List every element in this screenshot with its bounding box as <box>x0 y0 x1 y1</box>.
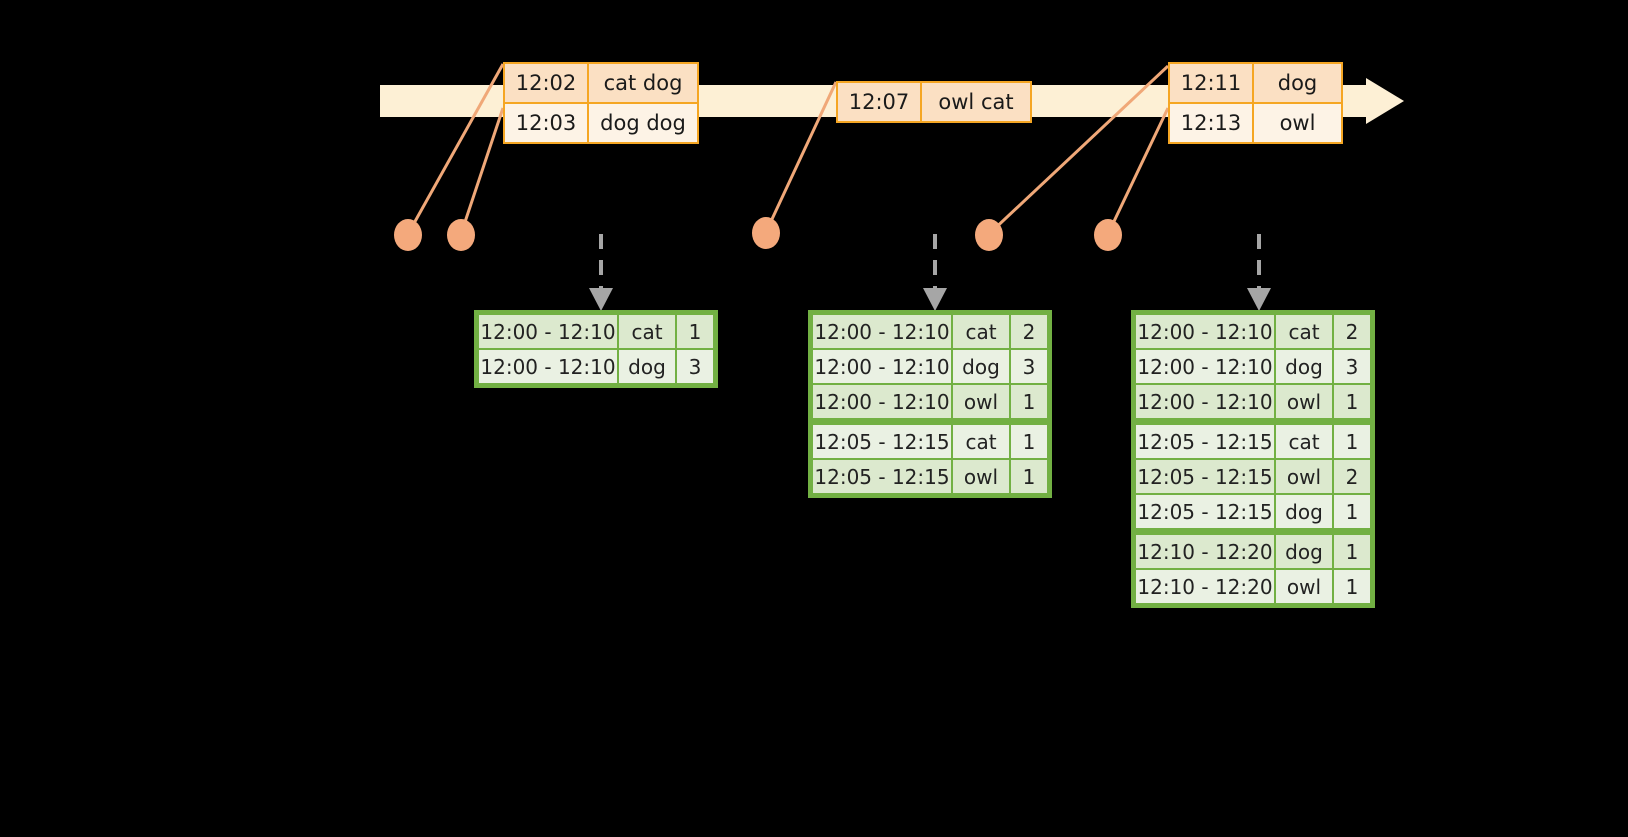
count-cell: 3 <box>677 350 713 383</box>
count-cell: 1 <box>1011 460 1047 493</box>
window-cell: 12:00 - 12:10 <box>1136 385 1274 418</box>
count-cell: 3 <box>1334 350 1370 383</box>
event-row[interactable]: 12:07 owl cat <box>838 83 1030 121</box>
count-cell: 2 <box>1011 315 1047 348</box>
window-cell: 12:00 - 12:10 <box>479 315 617 348</box>
down-arrow-icon-2 <box>923 234 947 311</box>
window-cell: 12:00 - 12:10 <box>813 350 951 383</box>
event-time: 12:07 <box>838 83 922 121</box>
event-group-3[interactable]: 12:11 dog 12:13 owl <box>1168 62 1343 144</box>
word-cell: owl <box>1276 460 1332 493</box>
word-cell: dog <box>1276 535 1332 568</box>
word-cell: cat <box>953 425 1009 458</box>
word-cell: dog <box>953 350 1009 383</box>
result-table-1[interactable]: 12:00 - 12:10 cat 1 12:00 - 12:10 dog 3 <box>474 310 718 388</box>
window-cell: 12:05 - 12:15 <box>813 460 951 493</box>
window-cell: 12:10 - 12:20 <box>1136 535 1274 568</box>
event-time: 12:11 <box>1170 64 1254 102</box>
window-cell: 12:10 - 12:20 <box>1136 570 1274 603</box>
word-cell: owl <box>1276 570 1332 603</box>
event-marker-1211 <box>975 219 1003 251</box>
table-row[interactable]: 12:00 - 12:10 owl 1 <box>1136 385 1370 418</box>
event-time: 12:03 <box>505 104 589 142</box>
group-separator <box>1136 420 1370 423</box>
count-cell: 3 <box>1011 350 1047 383</box>
count-cell: 1 <box>1011 425 1047 458</box>
count-cell: 2 <box>1334 315 1370 348</box>
table-row[interactable]: 12:00 - 12:10 owl 1 <box>813 385 1047 418</box>
event-marker-1207 <box>752 217 780 249</box>
down-arrow-icon-1 <box>589 234 613 311</box>
window-cell: 12:05 - 12:15 <box>813 425 951 458</box>
table-row[interactable]: 12:00 - 12:10 cat 2 <box>1136 315 1370 348</box>
window-cell: 12:00 - 12:10 <box>813 315 951 348</box>
event-words: owl cat <box>938 90 1014 114</box>
word-cell: owl <box>953 385 1009 418</box>
count-cell: 1 <box>1334 385 1370 418</box>
word-cell: owl <box>953 460 1009 493</box>
window-cell: 12:00 - 12:10 <box>479 350 617 383</box>
event-time: 12:02 <box>505 64 589 102</box>
group-separator <box>813 420 1047 423</box>
table-row[interactable]: 12:05 - 12:15 owl 2 <box>1136 460 1370 493</box>
table-row[interactable]: 12:00 - 12:10 dog 3 <box>1136 350 1370 383</box>
word-cell: dog <box>619 350 675 383</box>
word-cell: dog <box>1276 350 1332 383</box>
window-cell: 12:05 - 12:15 <box>1136 495 1274 528</box>
word-cell: dog <box>1276 495 1332 528</box>
event-row[interactable]: 12:03 dog dog <box>505 102 697 142</box>
count-cell: 1 <box>1334 425 1370 458</box>
result-table-3[interactable]: 12:00 - 12:10 cat 2 12:00 - 12:10 dog 3 … <box>1131 310 1375 608</box>
event-marker-1213 <box>1094 219 1122 251</box>
event-row[interactable]: 12:13 owl <box>1170 102 1341 142</box>
window-cell: 12:00 - 12:10 <box>813 385 951 418</box>
count-cell: 1 <box>1334 570 1370 603</box>
event-marker-1202 <box>394 219 422 251</box>
table-row[interactable]: 12:05 - 12:15 owl 1 <box>813 460 1047 493</box>
window-cell: 12:05 - 12:15 <box>1136 460 1274 493</box>
event-words: owl <box>1279 111 1316 135</box>
event-words: dog dog <box>600 111 686 135</box>
event-group-2[interactable]: 12:07 owl cat <box>836 81 1032 123</box>
table-row[interactable]: 12:10 - 12:20 owl 1 <box>1136 570 1370 603</box>
table-row[interactable]: 12:05 - 12:15 dog 1 <box>1136 495 1370 528</box>
window-cell: 12:00 - 12:10 <box>1136 315 1274 348</box>
table-row[interactable]: 12:10 - 12:20 dog 1 <box>1136 535 1370 568</box>
count-cell: 1 <box>1334 495 1370 528</box>
word-cell: cat <box>619 315 675 348</box>
count-cell: 1 <box>1334 535 1370 568</box>
count-cell: 1 <box>677 315 713 348</box>
event-words: cat dog <box>603 71 683 95</box>
result-table-2[interactable]: 12:00 - 12:10 cat 2 12:00 - 12:10 dog 3 … <box>808 310 1052 498</box>
arrow-right-icon <box>1366 78 1404 124</box>
word-cell: owl <box>1276 385 1332 418</box>
table-row[interactable]: 12:00 - 12:10 cat 2 <box>813 315 1047 348</box>
event-marker-1203 <box>447 219 475 251</box>
window-cell: 12:05 - 12:15 <box>1136 425 1274 458</box>
word-cell: cat <box>953 315 1009 348</box>
word-cell: cat <box>1276 315 1332 348</box>
table-row[interactable]: 12:05 - 12:15 cat 1 <box>1136 425 1370 458</box>
table-row[interactable]: 12:00 - 12:10 dog 3 <box>813 350 1047 383</box>
table-row[interactable]: 12:00 - 12:10 cat 1 <box>479 315 713 348</box>
count-cell: 2 <box>1334 460 1370 493</box>
down-arrow-icon-3 <box>1247 234 1271 311</box>
event-group-1[interactable]: 12:02 cat dog 12:03 dog dog <box>503 62 699 144</box>
event-time: 12:13 <box>1170 104 1254 142</box>
event-row[interactable]: 12:02 cat dog <box>505 64 697 102</box>
word-cell: cat <box>1276 425 1332 458</box>
group-separator <box>1136 530 1370 533</box>
event-row[interactable]: 12:11 dog <box>1170 64 1341 102</box>
window-cell: 12:00 - 12:10 <box>1136 350 1274 383</box>
count-cell: 1 <box>1011 385 1047 418</box>
table-row[interactable]: 12:00 - 12:10 dog 3 <box>479 350 713 383</box>
table-row[interactable]: 12:05 - 12:15 cat 1 <box>813 425 1047 458</box>
event-words: dog <box>1277 71 1318 95</box>
